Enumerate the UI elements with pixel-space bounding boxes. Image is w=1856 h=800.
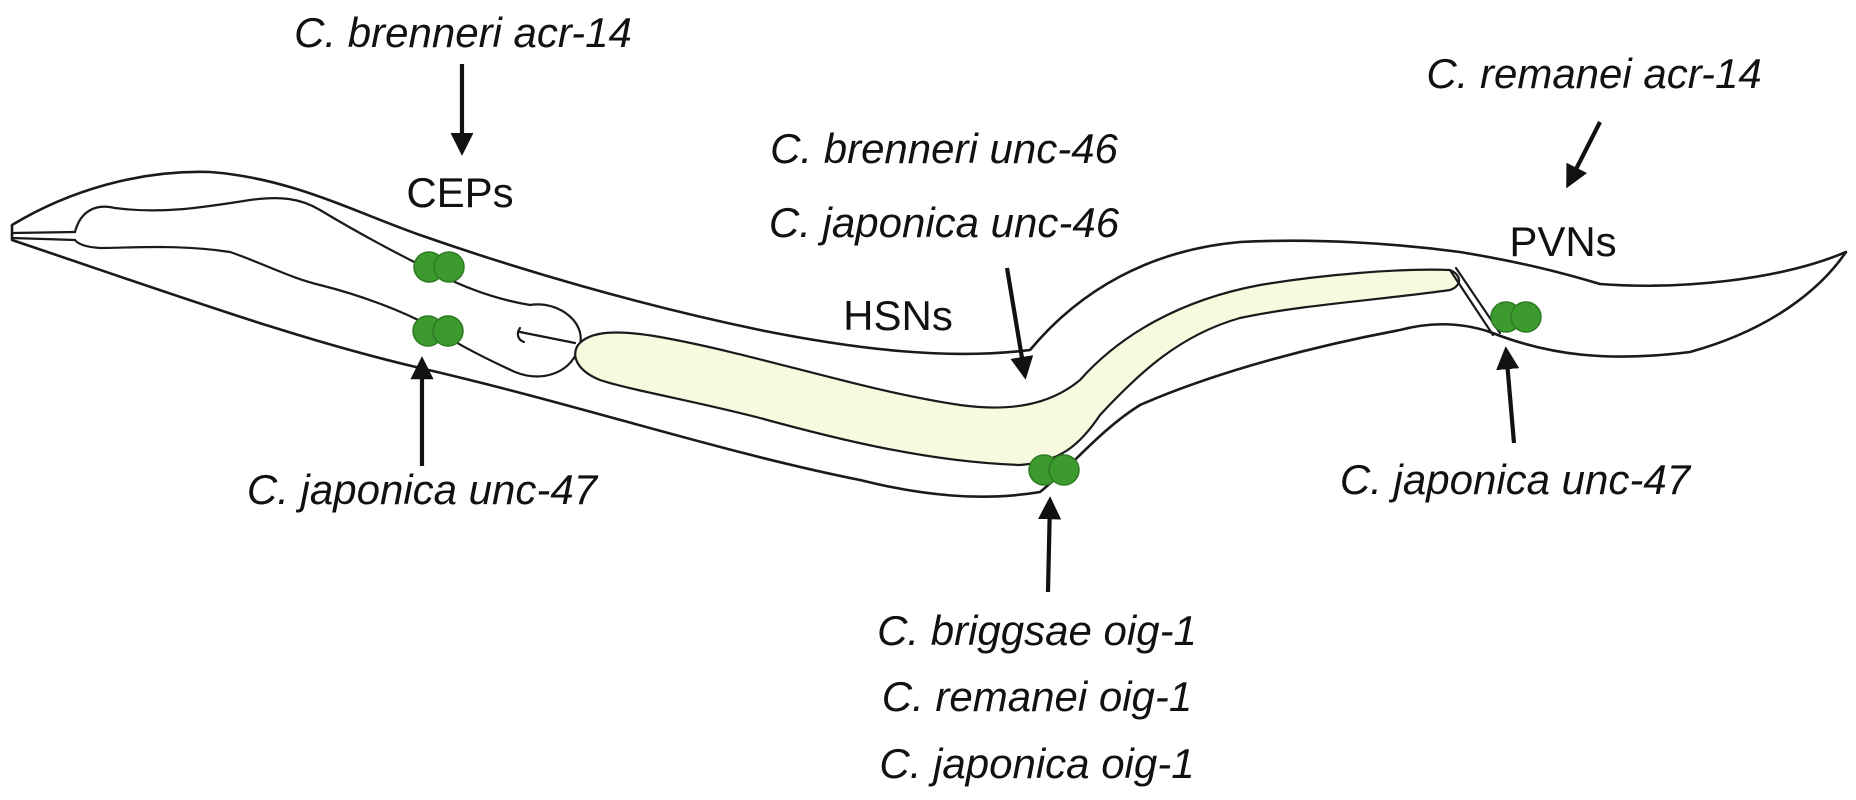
label-ceps: CEPs <box>406 169 513 216</box>
mouth <box>10 230 77 242</box>
intestine <box>574 268 1461 467</box>
label-mid-top-2: C. japonica unc-46 <box>769 199 1120 246</box>
worm-body <box>10 170 1848 498</box>
arrow-hsn-bottom <box>1038 496 1062 593</box>
grinder <box>516 326 577 345</box>
arrow-hsn-top <box>1004 267 1034 380</box>
pvn-neurons <box>1490 301 1542 333</box>
label-top-right: C. remanei acr-14 <box>1426 50 1761 97</box>
label-bottom-left: C. japonica unc-47 <box>247 466 599 513</box>
label-bottom-mid-2: C. remanei oig-1 <box>882 673 1192 720</box>
ventral-head-neurons <box>412 315 464 347</box>
label-hsns: HSNs <box>843 292 953 339</box>
ceps-neurons <box>413 251 465 283</box>
label-mid-top-1: C. brenneri unc-46 <box>770 125 1118 172</box>
arrow-top-right <box>1566 121 1602 189</box>
label-top-left: C. brenneri acr-14 <box>294 9 632 56</box>
label-bottom-right: C. japonica unc-47 <box>1340 456 1692 503</box>
label-pvns: PVNs <box>1509 218 1616 265</box>
arrow-bottom-right <box>1496 346 1520 444</box>
label-bottom-mid-3: C. japonica oig-1 <box>879 740 1194 787</box>
hsn-neurons <box>1028 454 1080 486</box>
label-bottom-mid-1: C. briggsae oig-1 <box>877 607 1197 654</box>
